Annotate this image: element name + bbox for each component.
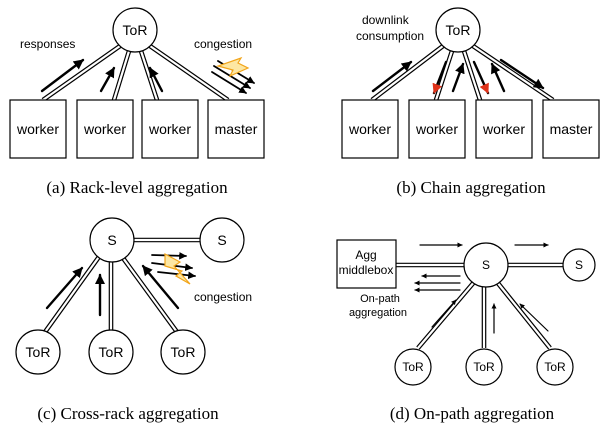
switch-label-d1: S xyxy=(482,258,490,272)
responses-label: responses xyxy=(20,37,75,51)
panel-c: S S ToR ToR ToR congestion (c) Cross-rac… xyxy=(15,217,252,423)
chain-arrow-b2 xyxy=(451,62,465,93)
middlebox-label-2: middlebox xyxy=(339,263,394,277)
caption-d: (d) On-path aggregation xyxy=(390,404,555,423)
tor-label-d1: ToR xyxy=(402,360,424,374)
agg-middlebox xyxy=(336,239,397,289)
response-arrow-a2 xyxy=(99,66,116,93)
worker-box-a3 xyxy=(141,99,199,159)
tor-node-d3 xyxy=(536,348,574,386)
worker-label-a1: worker xyxy=(16,121,59,137)
panel-b: ToR worker worker worker master downlink… xyxy=(341,7,600,197)
worker-label-a2: worker xyxy=(83,121,126,137)
master-box-b xyxy=(542,99,600,159)
tor-label-d3: ToR xyxy=(544,360,566,374)
response-arrow-a1 xyxy=(40,58,85,93)
chain-arrow-b4 xyxy=(499,58,545,90)
master-label-a: master xyxy=(215,121,258,137)
congestion-label-c: congestion xyxy=(194,290,252,304)
lightning-icon-c xyxy=(164,253,191,285)
switch-label-c2: S xyxy=(217,232,226,248)
switch-node-c2 xyxy=(199,217,245,263)
worker-label-b2: worker xyxy=(415,121,458,137)
worker-label-b1: worker xyxy=(348,121,391,137)
congestion-arrow-a1 xyxy=(211,71,247,94)
tor-label-c2: ToR xyxy=(99,344,124,360)
uplink-arrow-d3 xyxy=(519,303,549,332)
tor-node-a xyxy=(112,7,158,53)
switch-label-c1: S xyxy=(107,232,116,248)
worker-box-b1 xyxy=(341,99,399,159)
downlink-arrow-b2 xyxy=(472,60,490,95)
panel-c-links xyxy=(43,237,200,334)
switch-node-c1 xyxy=(89,217,135,263)
tor-node-c2 xyxy=(88,329,134,375)
tor-label-c3: ToR xyxy=(171,344,196,360)
lightning-icon-a xyxy=(215,56,250,78)
master-label-b: master xyxy=(550,121,593,137)
congestion-label-a: congestion xyxy=(194,37,252,51)
panel-a: ToR worker worker worker master response… xyxy=(9,7,265,197)
worker-box-b3 xyxy=(475,99,533,159)
tor-label-a: ToR xyxy=(123,22,148,38)
congestion-arrow-c3 xyxy=(157,271,196,280)
downlink-label-2: consumption xyxy=(356,29,424,43)
worker-box-b2 xyxy=(408,99,466,159)
tor-node-b xyxy=(435,7,481,53)
switch-label-d2: S xyxy=(575,258,583,272)
tor-node-d1 xyxy=(394,348,432,386)
caption-b: (b) Chain aggregation xyxy=(396,178,546,197)
tor-label-c1: ToR xyxy=(26,344,51,360)
master-box-a xyxy=(207,99,265,159)
middlebox-label-1: Agg xyxy=(355,248,376,262)
panel-a-links xyxy=(41,44,230,102)
tor-label-b: ToR xyxy=(446,22,471,38)
tor-node-c3 xyxy=(160,329,206,375)
worker-box-a1 xyxy=(9,99,67,159)
downlink-arrow-b1 xyxy=(432,60,448,95)
uplink-arrow-d1 xyxy=(431,299,457,328)
tor-node-c1 xyxy=(15,329,61,375)
switch-node-d2 xyxy=(562,248,596,282)
switch-node-d1 xyxy=(463,242,509,288)
response-arrow-a3 xyxy=(148,66,164,93)
cross-rack-arrow-c1 xyxy=(45,266,84,310)
congestion-arrow-a2 xyxy=(213,65,251,89)
chain-arrow-b1 xyxy=(371,60,413,93)
downlink-label-1: downlink xyxy=(362,13,410,27)
panel-d: Agg middlebox S S ToR ToR ToR On-path ag… xyxy=(336,239,596,423)
tor-label-d2: ToR xyxy=(473,360,495,374)
onpath-label-1: On-path xyxy=(360,293,400,305)
chain-arrow-b3 xyxy=(490,62,506,93)
worker-label-b3: worker xyxy=(482,121,525,137)
cross-rack-arrow-c3 xyxy=(141,264,180,310)
worker-box-a2 xyxy=(76,99,134,159)
panel-d-links xyxy=(396,262,565,350)
tor-node-d2 xyxy=(465,348,503,386)
worker-label-a3: worker xyxy=(148,121,191,137)
caption-a: (a) Rack-level aggregation xyxy=(46,178,228,197)
panel-b-links xyxy=(370,44,555,102)
onpath-label-2: aggregation xyxy=(349,307,407,319)
caption-c: (c) Cross-rack aggregation xyxy=(37,404,219,423)
